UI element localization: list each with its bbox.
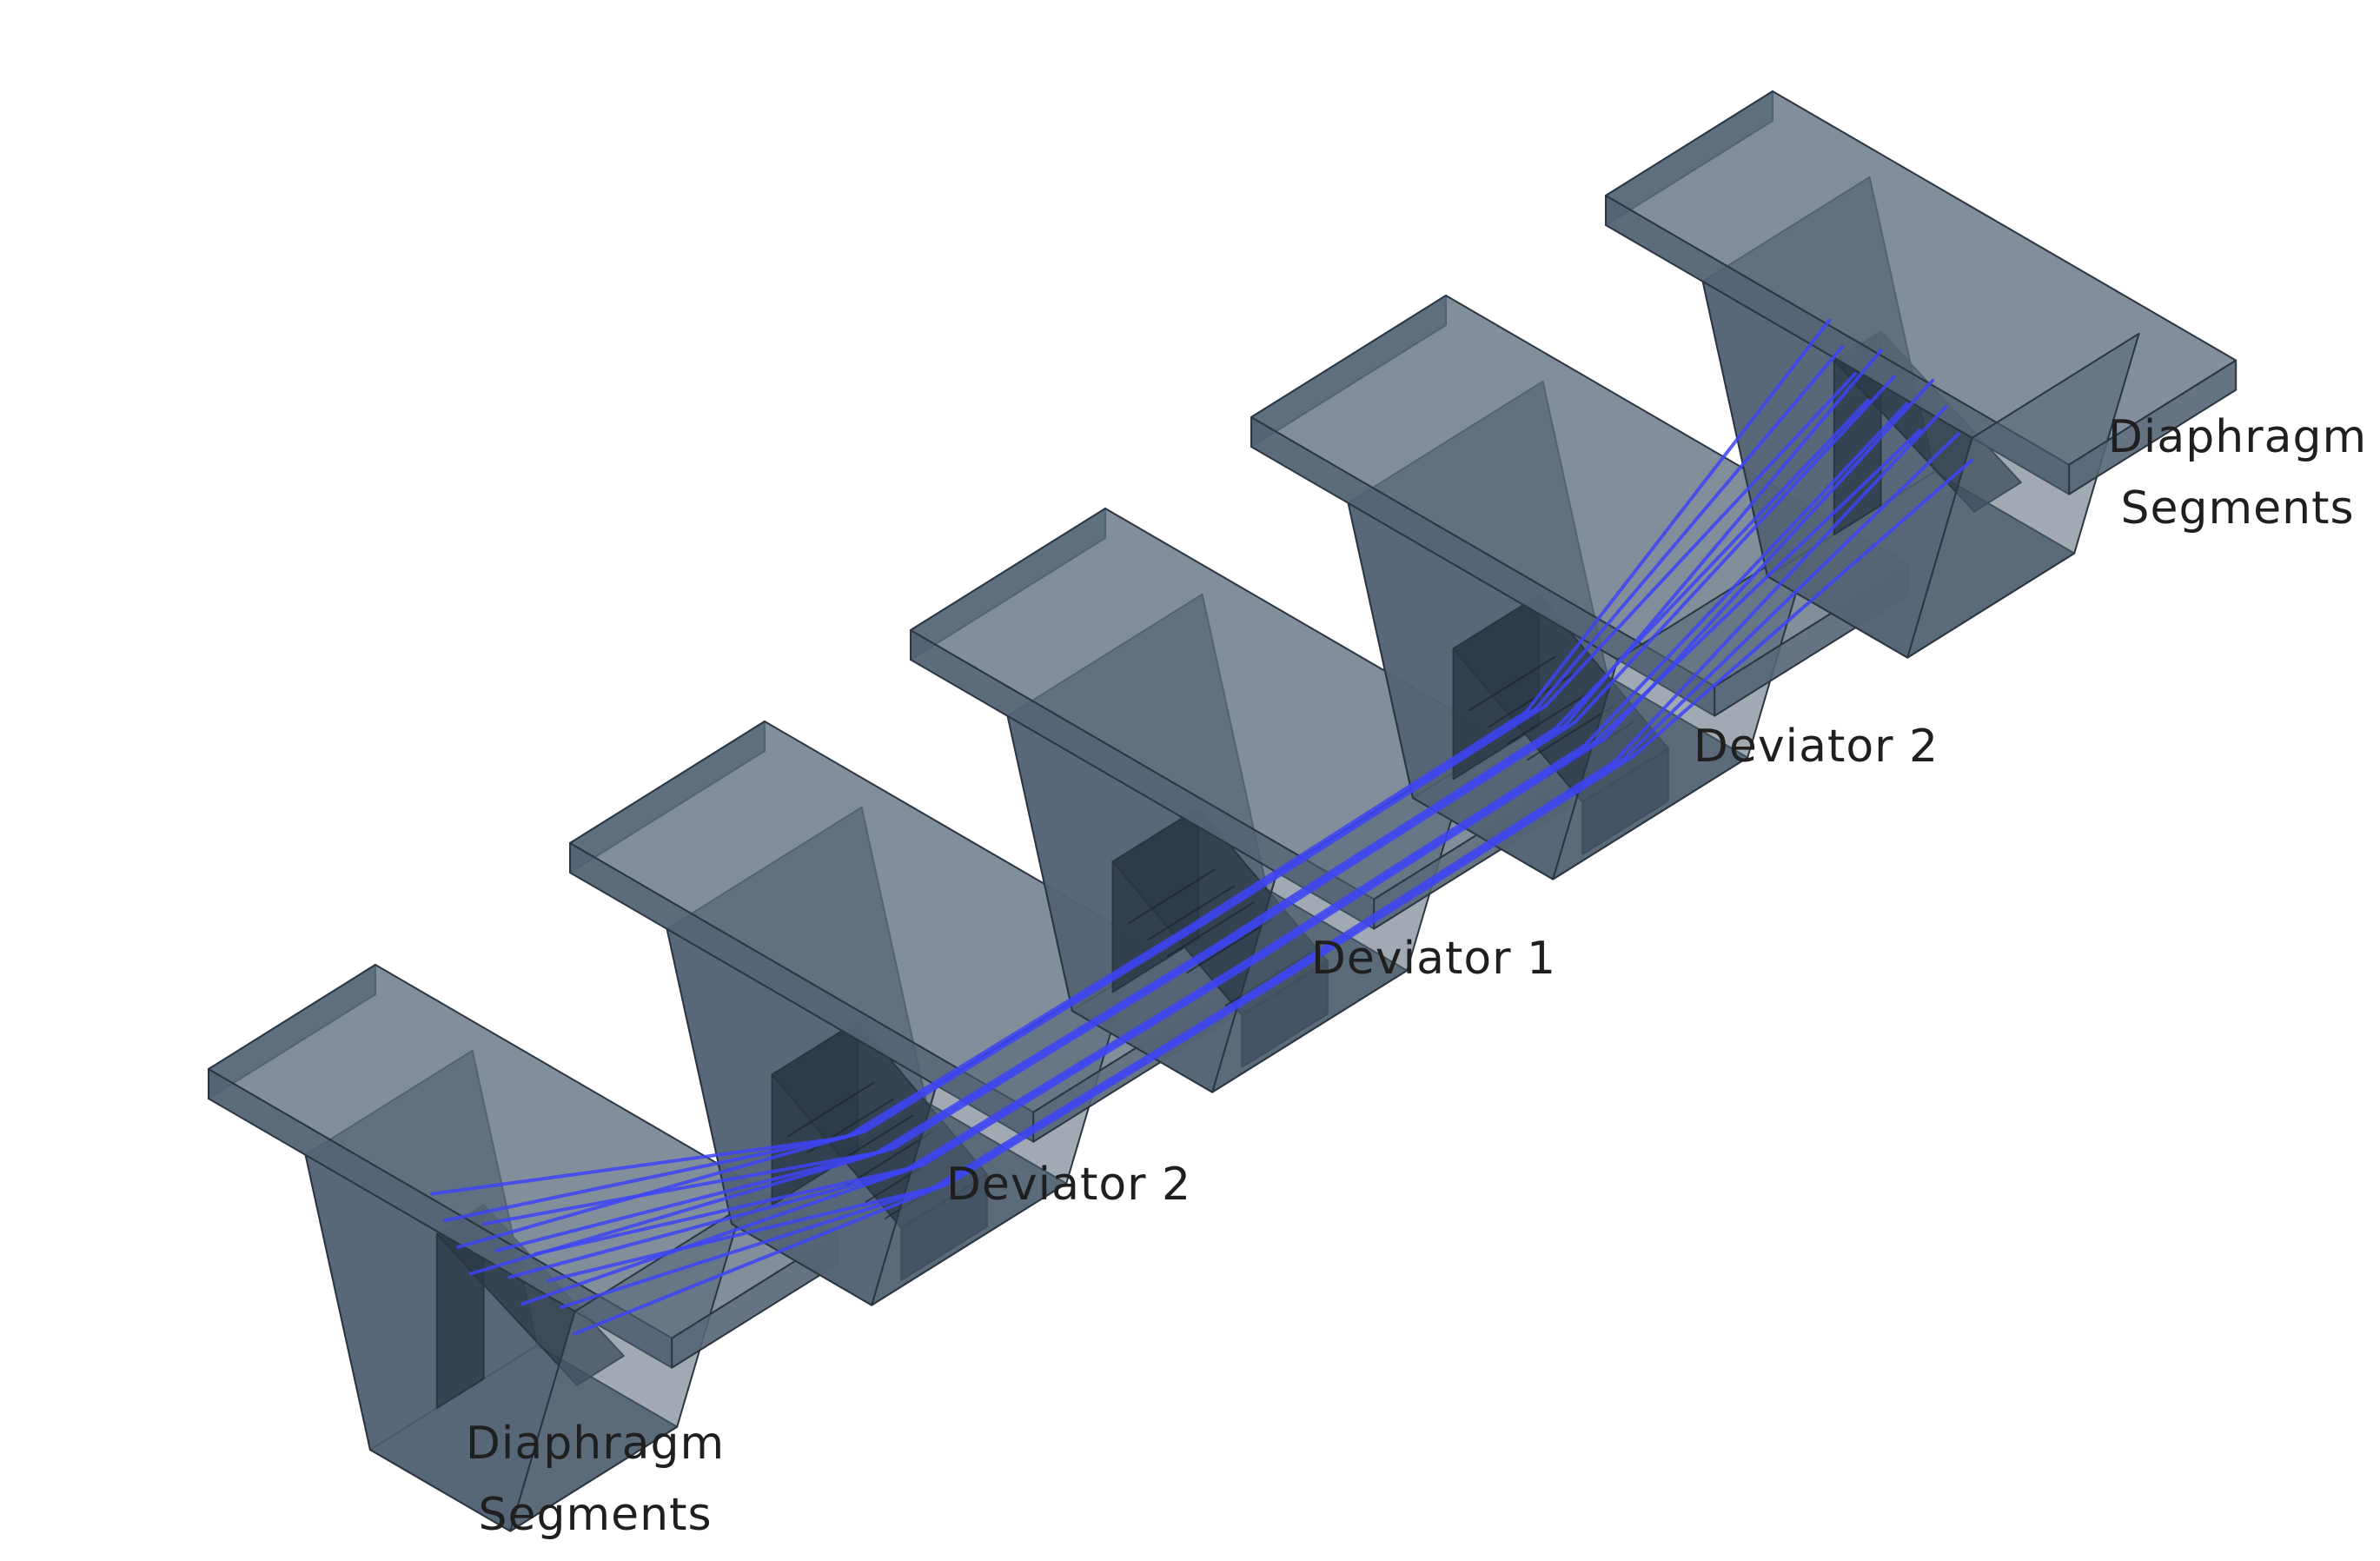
- tendon-5: [1563, 349, 1883, 727]
- tendon-8: [1251, 741, 1596, 962]
- tendon-10: [931, 978, 1275, 1191]
- tendon-8: [911, 958, 1256, 1171]
- tendon-12: [572, 1180, 954, 1336]
- tendon-7: [901, 960, 1246, 1173]
- tendon-3: [1203, 703, 1548, 925]
- label-deviator-2-left: Deviator 2: [921, 1149, 1217, 1220]
- tendon-4: [1213, 727, 1558, 948]
- tendon-7: [1582, 402, 1909, 747]
- tendon-2: [1193, 707, 1538, 928]
- label-diaphragm-right-line1: Diaphragm: [2107, 411, 2368, 463]
- deviator-segment-4: [1250, 295, 1911, 880]
- tendon-2: [852, 924, 1197, 1137]
- tendon-5: [882, 940, 1227, 1153]
- tendon-2: [1534, 345, 1845, 711]
- right-web-face: [1552, 536, 1813, 880]
- tendon-10: [547, 1186, 934, 1283]
- label-diaphragm-left-line1: Diaphragm: [465, 1418, 726, 1470]
- deviator-duct-line: [1527, 705, 1614, 761]
- deviator-duct-line: [1186, 918, 1274, 974]
- deviator-duct-line: [1468, 655, 1556, 712]
- tendon-11: [1621, 432, 1960, 761]
- tendon-9: [920, 954, 1265, 1167]
- deviator-duct-line: [1507, 688, 1595, 745]
- tendon-2: [443, 1133, 857, 1223]
- label-diaphragm-left-line2: Segments: [478, 1489, 713, 1541]
- tendon-11: [1281, 757, 1626, 979]
- label-diaphragm-segments-right: Diaphragm Segments: [2094, 402, 2380, 544]
- tendon-9: [534, 1163, 925, 1256]
- right-web-face: [1906, 332, 2140, 659]
- tendon-10: [1271, 761, 1615, 982]
- deck-side-right: [2068, 359, 2237, 495]
- deviator-duct-line: [787, 1081, 875, 1138]
- tendon-1: [843, 927, 1188, 1139]
- tendon-10: [1612, 405, 1948, 765]
- tendon-5: [1223, 723, 1568, 945]
- tendon-6: [1573, 375, 1896, 725]
- tendon-5: [481, 1149, 886, 1226]
- deviator-duct-line: [845, 1131, 933, 1187]
- tendon-6: [1232, 721, 1577, 942]
- tendon-12: [1631, 458, 1973, 759]
- tendon-6: [494, 1146, 896, 1252]
- deviator-duct-line: [1166, 901, 1255, 958]
- external-tendons: [430, 318, 1973, 1336]
- tendon-11: [560, 1183, 945, 1309]
- label-deviator-2-right-text: Deviator 2: [1693, 721, 1939, 773]
- tendon-7: [507, 1169, 905, 1279]
- tendon-4: [872, 944, 1217, 1157]
- tendon-1: [1183, 709, 1528, 931]
- label-deviator-1: Deviator 1: [1295, 923, 1573, 994]
- tendon-3: [456, 1129, 866, 1249]
- label-diaphragm-segments-left: Diaphragm Segments: [452, 1408, 739, 1551]
- deviator-duct-line: [1147, 885, 1235, 941]
- label-deviator-2-left-text: Deviator 2: [945, 1159, 1192, 1211]
- tendon-6: [892, 938, 1236, 1151]
- tendon-3: [862, 920, 1207, 1133]
- tendon-7: [1242, 743, 1587, 965]
- tendon-12: [950, 972, 1295, 1185]
- tendon-3: [1543, 371, 1857, 707]
- tendon-9: [1601, 378, 1935, 741]
- tendon-11: [940, 974, 1285, 1187]
- tendon-1: [430, 1135, 847, 1196]
- label-diaphragm-right-line2: Segments: [2120, 482, 2355, 535]
- tendon-9: [1261, 737, 1606, 959]
- tendon-1: [1524, 318, 1832, 714]
- tendon-12: [1290, 754, 1635, 976]
- label-deviator-2-right: Deviator 2: [1668, 711, 1964, 782]
- tendon-8: [520, 1166, 915, 1306]
- girder-segments: [208, 90, 2237, 1532]
- label-deviator-1-text: Deviator 1: [1310, 933, 1557, 985]
- deviator-duct-line: [1128, 868, 1216, 925]
